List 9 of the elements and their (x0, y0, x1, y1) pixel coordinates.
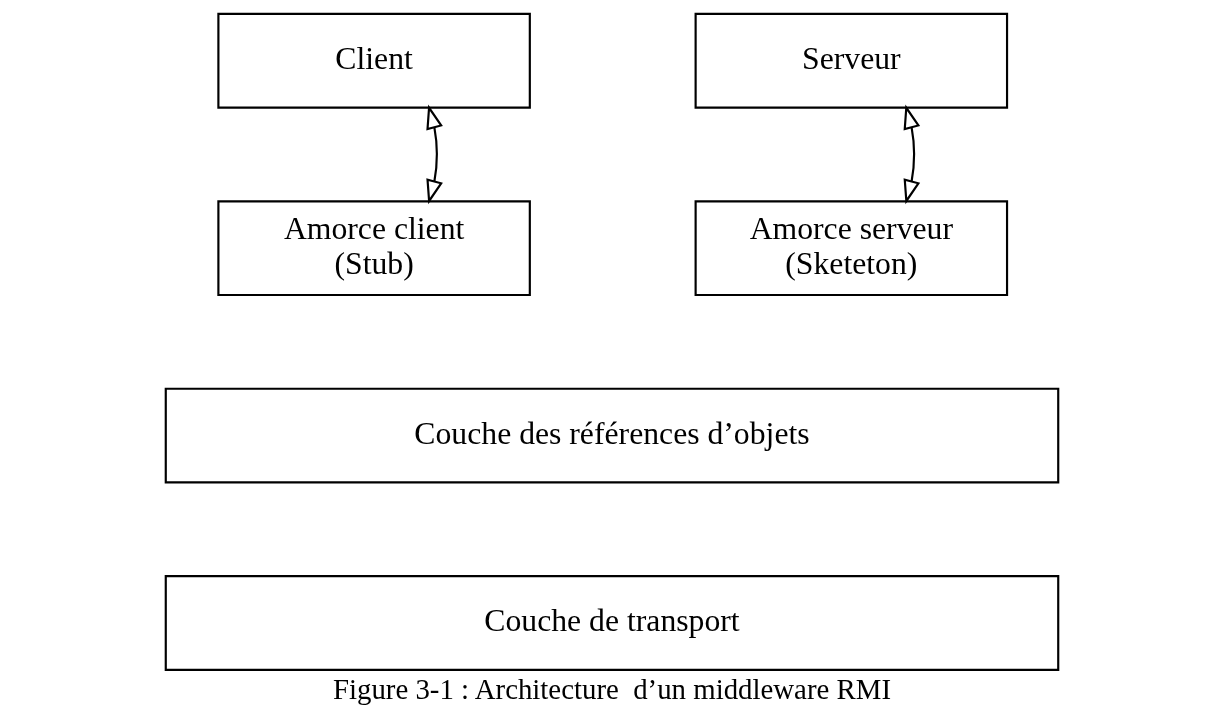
node-box: Amorce serveur (Sketeton) (694, 200, 1008, 297)
caption: Figure 3-1 : Architecture d’un middleware RMI (332, 672, 891, 705)
arrow (425, 104, 443, 205)
node-box: Amorce client (Stub) (216, 200, 531, 297)
node-box: Serveur (694, 12, 1008, 109)
node-box: Couche des références d’objets (164, 387, 1059, 484)
arrow (903, 104, 920, 205)
node-box: Couche de transport (164, 575, 1059, 671)
node-box: Client (216, 12, 531, 109)
